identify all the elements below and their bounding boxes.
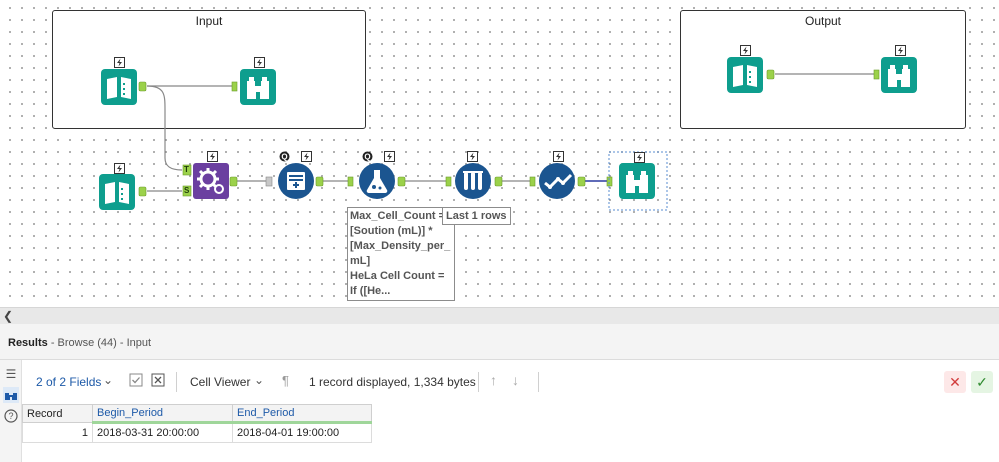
fields-selector[interactable]: 2 of 2 Fields	[36, 375, 102, 389]
input-container[interactable]: Input	[52, 10, 366, 129]
book-icon	[99, 174, 135, 210]
cell-viewer-selector[interactable]: Cell Viewer	[190, 375, 251, 389]
lightning-icon	[740, 45, 751, 56]
begin-period-cell[interactable]: 2018-03-31 20:00:00	[92, 422, 233, 443]
list-icon[interactable]: ☰	[5, 367, 17, 381]
input-data-tool-output[interactable]	[727, 57, 763, 93]
arrow-up-icon[interactable]: ↑	[490, 372, 497, 388]
lightning-icon	[114, 163, 125, 174]
browse-tool-output[interactable]	[881, 57, 917, 93]
output-container-title: Output	[804, 14, 842, 28]
record-status: 1 record displayed, 1,334 bytes	[309, 375, 476, 389]
browse-tool-input[interactable]	[240, 69, 276, 105]
input-data-tool-main[interactable]	[99, 174, 135, 210]
arrow-down-icon[interactable]: ↓	[512, 372, 519, 388]
join-tool[interactable]	[193, 163, 229, 199]
binoculars-icon[interactable]	[3, 387, 19, 403]
book-icon	[727, 57, 763, 93]
results-title: Results	[8, 337, 48, 349]
chevron-down-icon[interactable]: ⌄	[103, 373, 114, 387]
formula-annotation: Max_Cell_Count = [Soution (mL)] * [Max_D…	[347, 207, 455, 301]
column-header-end-period[interactable]: End_Period	[232, 404, 372, 424]
quality-badge-icon: Q	[279, 151, 290, 162]
sample-tool[interactable]	[278, 163, 314, 199]
record-number-cell: 1	[22, 422, 93, 443]
results-header: Results - Browse (44) - Input	[0, 324, 999, 360]
column-header-begin-period[interactable]: Begin_Period	[92, 404, 233, 424]
formula-tool[interactable]	[359, 163, 395, 199]
pilcrow-icon[interactable]: ¶	[282, 373, 289, 388]
input-container-title: Input	[195, 14, 223, 28]
multi-field-tool[interactable]	[455, 163, 491, 199]
end-period-cell[interactable]: 2018-04-01 19:00:00	[232, 422, 372, 443]
checkmark-flow-icon	[539, 163, 575, 199]
quality-badge-icon: Q	[362, 151, 373, 162]
scroll-left-icon[interactable]: ❮	[3, 309, 14, 323]
lightning-icon	[207, 151, 218, 162]
output-container[interactable]: Output	[680, 10, 966, 129]
results-title-line: Results - Browse (44) - Input	[8, 337, 151, 349]
lightning-icon	[553, 151, 564, 162]
results-grid: Record Begin_Period End_Period 1 2018-03…	[22, 404, 372, 443]
chevron-down-icon[interactable]: ⌄	[254, 373, 265, 387]
lightning-icon	[384, 151, 395, 162]
input-data-tool-input[interactable]	[101, 69, 137, 105]
quality-badge-text: Q	[281, 152, 287, 161]
browse-tool-main[interactable]	[619, 163, 655, 199]
binoculars-icon	[240, 69, 276, 105]
results-side-rail: ☰ ?	[0, 360, 22, 462]
book-icon	[101, 69, 137, 105]
help-icon[interactable]: ?	[3, 408, 19, 424]
lightning-icon	[895, 45, 906, 56]
check-all-icon[interactable]	[129, 373, 143, 390]
checkmark-icon[interactable]: ✓	[971, 371, 993, 393]
select-tool[interactable]	[539, 163, 575, 199]
binoculars-icon	[619, 163, 655, 199]
results-table: Record Begin_Period End_Period 1 2018-03…	[22, 404, 372, 443]
workflow-canvas[interactable]: Input Output	[0, 0, 999, 307]
uncheck-all-icon[interactable]	[151, 373, 165, 390]
gears-icon	[193, 163, 229, 199]
join-right-anchor-label: S	[184, 186, 190, 195]
table-row[interactable]: 1 2018-03-31 20:00:00 2018-04-01 19:00:0…	[22, 422, 372, 443]
lightning-icon	[301, 151, 312, 162]
table-header-row: Record Begin_Period End_Period	[22, 404, 372, 424]
sample-annotation: Last 1 rows	[442, 207, 511, 225]
horizontal-scrollbar[interactable]: ❮	[0, 307, 999, 324]
column-header-record[interactable]: Record	[22, 404, 93, 423]
join-left-anchor-label: T	[184, 165, 189, 174]
lightning-icon	[114, 57, 125, 68]
results-subtitle: - Browse (44) - Input	[50, 337, 152, 349]
toolbar-divider	[538, 372, 539, 392]
test-tubes-icon	[455, 163, 491, 199]
lightning-icon	[634, 152, 645, 163]
lightning-icon	[467, 151, 478, 162]
results-toolbar: 2 of 2 Fields ⌄ Cell Viewer ⌄ ¶ 1 record…	[22, 360, 999, 404]
toolbar-divider	[478, 372, 479, 392]
sample-icon	[278, 163, 314, 199]
toolbar-divider	[176, 372, 177, 392]
quality-badge-text: Q	[364, 152, 370, 161]
lightning-icon	[254, 57, 265, 68]
close-icon[interactable]: ✕	[944, 371, 966, 393]
svg-text:?: ?	[8, 411, 13, 421]
flask-icon	[359, 163, 395, 199]
binoculars-icon	[881, 57, 917, 93]
